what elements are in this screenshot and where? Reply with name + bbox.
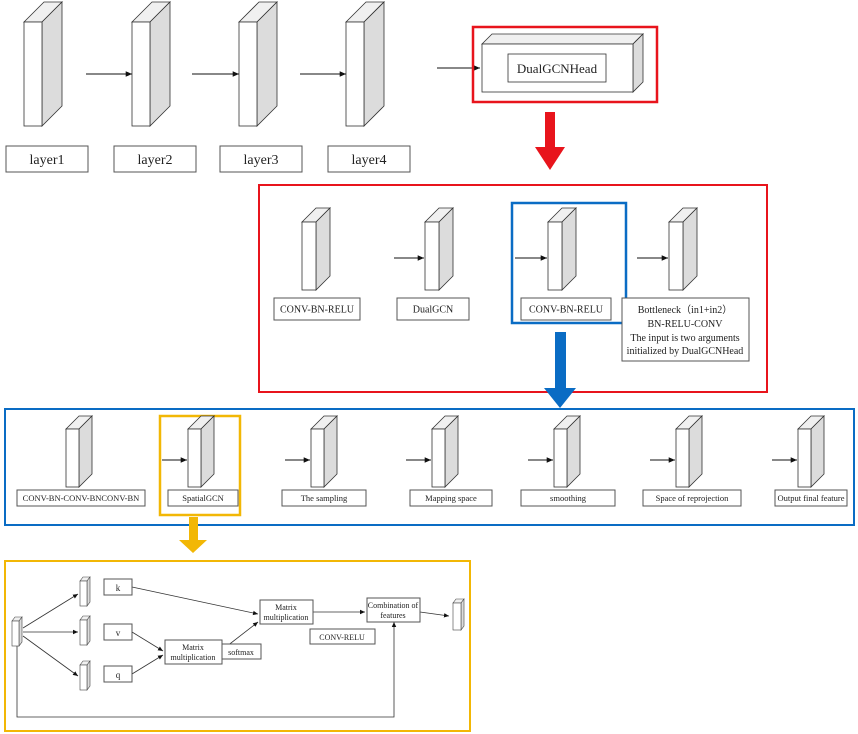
dualgcn-stage-2-box: SpatialGCN: [167, 489, 239, 507]
layer3-block: [238, 1, 278, 127]
layer1-label: layer1: [30, 153, 65, 168]
v-mini-block: [79, 615, 91, 646]
conv-relu-box: [309, 628, 376, 645]
head-stage-1-block: [301, 207, 331, 291]
layer2-label: layer2: [138, 153, 173, 168]
layer4-label: layer4: [352, 153, 387, 168]
matmul1-line-1: Matrix: [182, 643, 204, 652]
head-stage-3-label: CONV-BN-RELU: [529, 305, 604, 316]
head-stage-2-label: DualGCN: [413, 305, 454, 316]
dualgcn-stage-6-label: Space of reprojection: [656, 493, 729, 503]
layer2-box: layer2: [113, 145, 197, 173]
yellow-down-arrow: [179, 517, 207, 553]
dualgcnhead-block: DualGCNHead: [481, 33, 644, 93]
dualgcn-stage-1-block: [65, 415, 93, 488]
softmax-box: [221, 643, 262, 660]
q-label: q: [116, 670, 121, 680]
dualgcn-stage-7-block: [797, 415, 825, 488]
dualgcn-detail-stage: CONV-BN-CONV-BNCONV-BN SpatialGCN The samp…: [16, 415, 848, 507]
backbone-stage: layer1 layer2 layer3 layer4: [5, 1, 411, 173]
dualgcn-stage-1-label: CONV-BN-CONV-BNCONV-BN: [23, 493, 140, 503]
dualgcn-stage-5-box: smoothing: [520, 489, 616, 507]
matmul1-line-2: multiplication: [171, 653, 216, 662]
head-stage-4-block: [668, 207, 698, 291]
matmul2-box: [259, 599, 314, 625]
layer4-box: layer4: [327, 145, 411, 173]
head-detail-frame: [258, 184, 768, 393]
matmul2-line-2: multiplication: [264, 613, 309, 622]
combine-line-2: features: [380, 611, 405, 620]
bottleneck-label-box: Bottleneck（in1+in2） BN-RELU-CONV The inp…: [621, 297, 750, 362]
dualgcn-stage-4-box: Mapping space: [409, 489, 493, 507]
k-label: k: [116, 583, 121, 593]
backbone-arrows: [86, 65, 480, 77]
dualgcn-stage-5-label: smoothing: [550, 493, 587, 503]
layer3-box: layer3: [219, 145, 303, 173]
v-label: v: [116, 628, 121, 638]
head-stage-2-box: DualGCN: [396, 297, 470, 321]
head-stage-3-box: CONV-BN-RELU: [520, 297, 612, 321]
dualgcn-stage-2-label: SpatialGCN: [182, 493, 224, 503]
dualgcn-stage-3-block: [310, 415, 338, 488]
dualgcnhead-highlight-frame: [471, 25, 659, 104]
spatialgcn-graph: k v q Matrix multiplication softmax Matr…: [11, 576, 465, 718]
q-mini-block: [79, 660, 91, 691]
dualgcn-detail-frame: [4, 408, 855, 526]
red-down-arrow: [535, 112, 565, 170]
dualgcn-stage-1-box: CONV-BN-CONV-BNCONV-BN: [16, 489, 146, 507]
spatialgcn-highlight-frame: [158, 414, 242, 517]
bottleneck-line-2: BN-RELU-CONV: [648, 319, 724, 330]
dualgcnhead-label: DualGCNHead: [517, 61, 598, 76]
q-box: [103, 665, 133, 683]
head-stage-1-label: CONV-BN-RELU: [280, 305, 355, 316]
dualgcn-stage-7-label: Output final feature: [777, 493, 844, 503]
dualgcn-stage-2-block: [187, 415, 215, 488]
dualgcn-stage-6-block: [675, 415, 703, 488]
head-stage-1-box: CONV-BN-RELU: [273, 297, 361, 321]
combine-line-1: Combination of: [368, 601, 419, 610]
combine-box: [366, 597, 421, 623]
spatialgcn-detail-frame: [4, 560, 471, 732]
matmul1-box: [164, 639, 223, 665]
matmul2-line-1: Matrix: [275, 603, 297, 612]
layer1-block: [23, 1, 63, 127]
bottleneck-line-4: initialized by DualGCNHead: [627, 346, 744, 357]
layer3-label: layer3: [244, 153, 279, 168]
dualgcn-stage-6-box: Space of reprojection: [642, 489, 742, 507]
dualgcn-stage-5-block: [553, 415, 581, 488]
dualgcn-stage-4-label: Mapping space: [425, 493, 477, 503]
dualgcn-stage-4-block: [431, 415, 459, 488]
k-mini-block: [79, 576, 91, 607]
input-mini-block: [11, 616, 23, 647]
layer2-block: [131, 1, 171, 127]
dualgcn-stage-3-box: The sampling: [281, 489, 367, 507]
conv-bn-relu-highlight-frame: [510, 201, 628, 325]
dualgcn-stage-7-box: Output final feature: [774, 489, 848, 507]
bottleneck-line-3: The input is two arguments: [630, 333, 739, 344]
head-stage-3-block: [547, 207, 577, 291]
bottleneck-line-1: Bottleneck（in1+in2）: [638, 304, 733, 316]
layer1-box: layer1: [5, 145, 89, 173]
output-mini-block: [452, 598, 465, 631]
k-box: [103, 578, 133, 596]
dualgcn-stage-3-label: The sampling: [301, 493, 348, 503]
dualgcnhead-label-box: [507, 53, 607, 83]
v-box: [103, 623, 133, 641]
head-stage-2-block: [424, 207, 454, 291]
head-detail-stage: CONV-BN-RELU DualGCN CONV-BN-RELU: [273, 207, 698, 321]
layer4-block: [345, 1, 385, 127]
softmax-label: softmax: [228, 648, 254, 657]
blue-down-arrow: [544, 332, 576, 408]
conv-relu-label: CONV-RELU: [319, 633, 365, 642]
